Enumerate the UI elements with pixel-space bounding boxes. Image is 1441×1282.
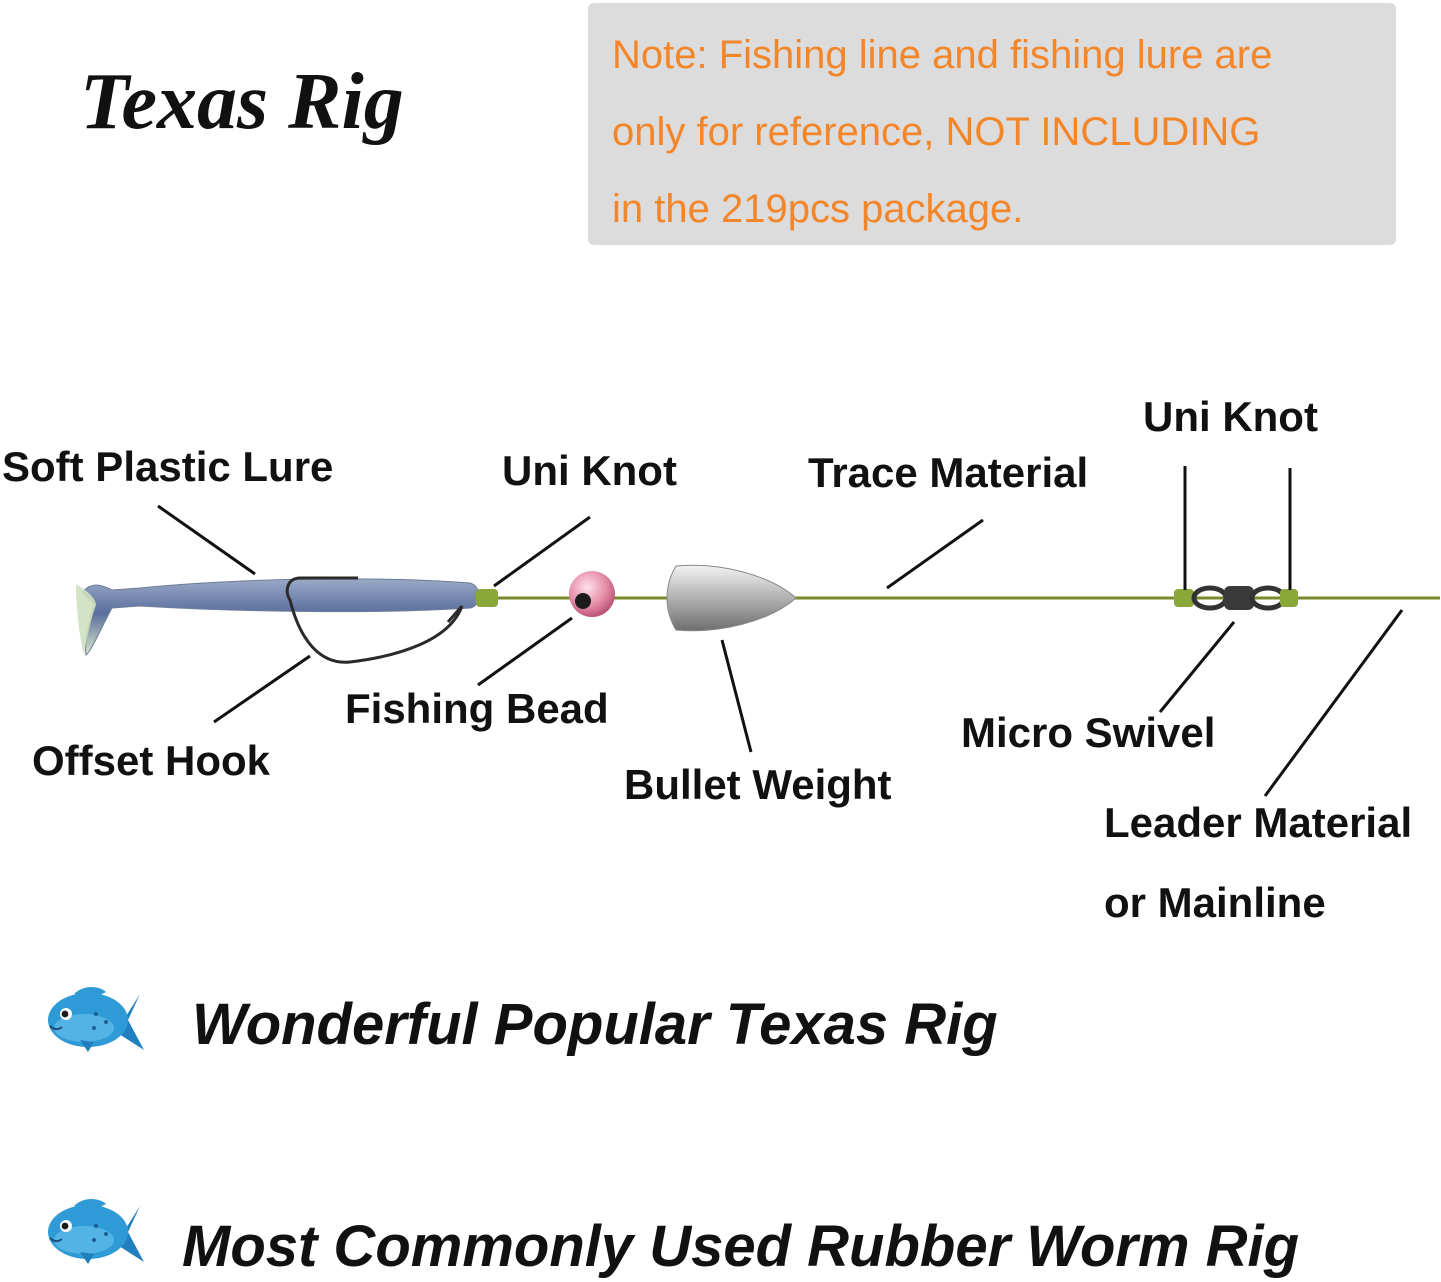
pointer-lines bbox=[157, 466, 1404, 797]
micro-swivel bbox=[1174, 585, 1298, 611]
note-line-1: Note: Fishing line and fishing lure are bbox=[612, 33, 1273, 77]
note-line-3: in the 219pcs package. bbox=[612, 187, 1024, 231]
tagline-first: Wonderful Popular Texas Rig bbox=[192, 992, 998, 1057]
note-box: Note: Fishing line and fishing lure are … bbox=[588, 3, 1396, 245]
bullet-weight bbox=[666, 564, 797, 632]
uni-knot-left-mark bbox=[476, 589, 498, 607]
label-uni-knot-left: Uni Knot bbox=[502, 447, 677, 494]
note-line-2: only for reference, NOT INCLUDING bbox=[612, 110, 1261, 154]
fish-icon bbox=[48, 987, 144, 1052]
label-micro-swivel: Micro Swivel bbox=[961, 709, 1216, 756]
label-uni-knot-right: Uni Knot bbox=[1143, 393, 1318, 440]
offset-hook bbox=[285, 576, 464, 664]
label-bullet-weight: Bullet Weight bbox=[624, 761, 892, 808]
label-or-mainline: or Mainline bbox=[1104, 879, 1326, 926]
fishing-bead bbox=[569, 571, 615, 617]
label-offset-hook: Offset Hook bbox=[32, 737, 271, 784]
label-fishing-bead: Fishing Bead bbox=[345, 685, 609, 732]
label-leader-material: Leader Material bbox=[1104, 799, 1413, 846]
tagline-second: Most Commonly Used Rubber Worm Rig bbox=[182, 1214, 1300, 1279]
label-soft-plastic-lure: Soft Plastic Lure bbox=[2, 443, 334, 490]
page-title: Texas Rig bbox=[80, 58, 404, 146]
fish-icon bbox=[48, 1199, 144, 1264]
soft-plastic-lure bbox=[76, 578, 480, 656]
label-trace-material: Trace Material bbox=[808, 449, 1089, 496]
